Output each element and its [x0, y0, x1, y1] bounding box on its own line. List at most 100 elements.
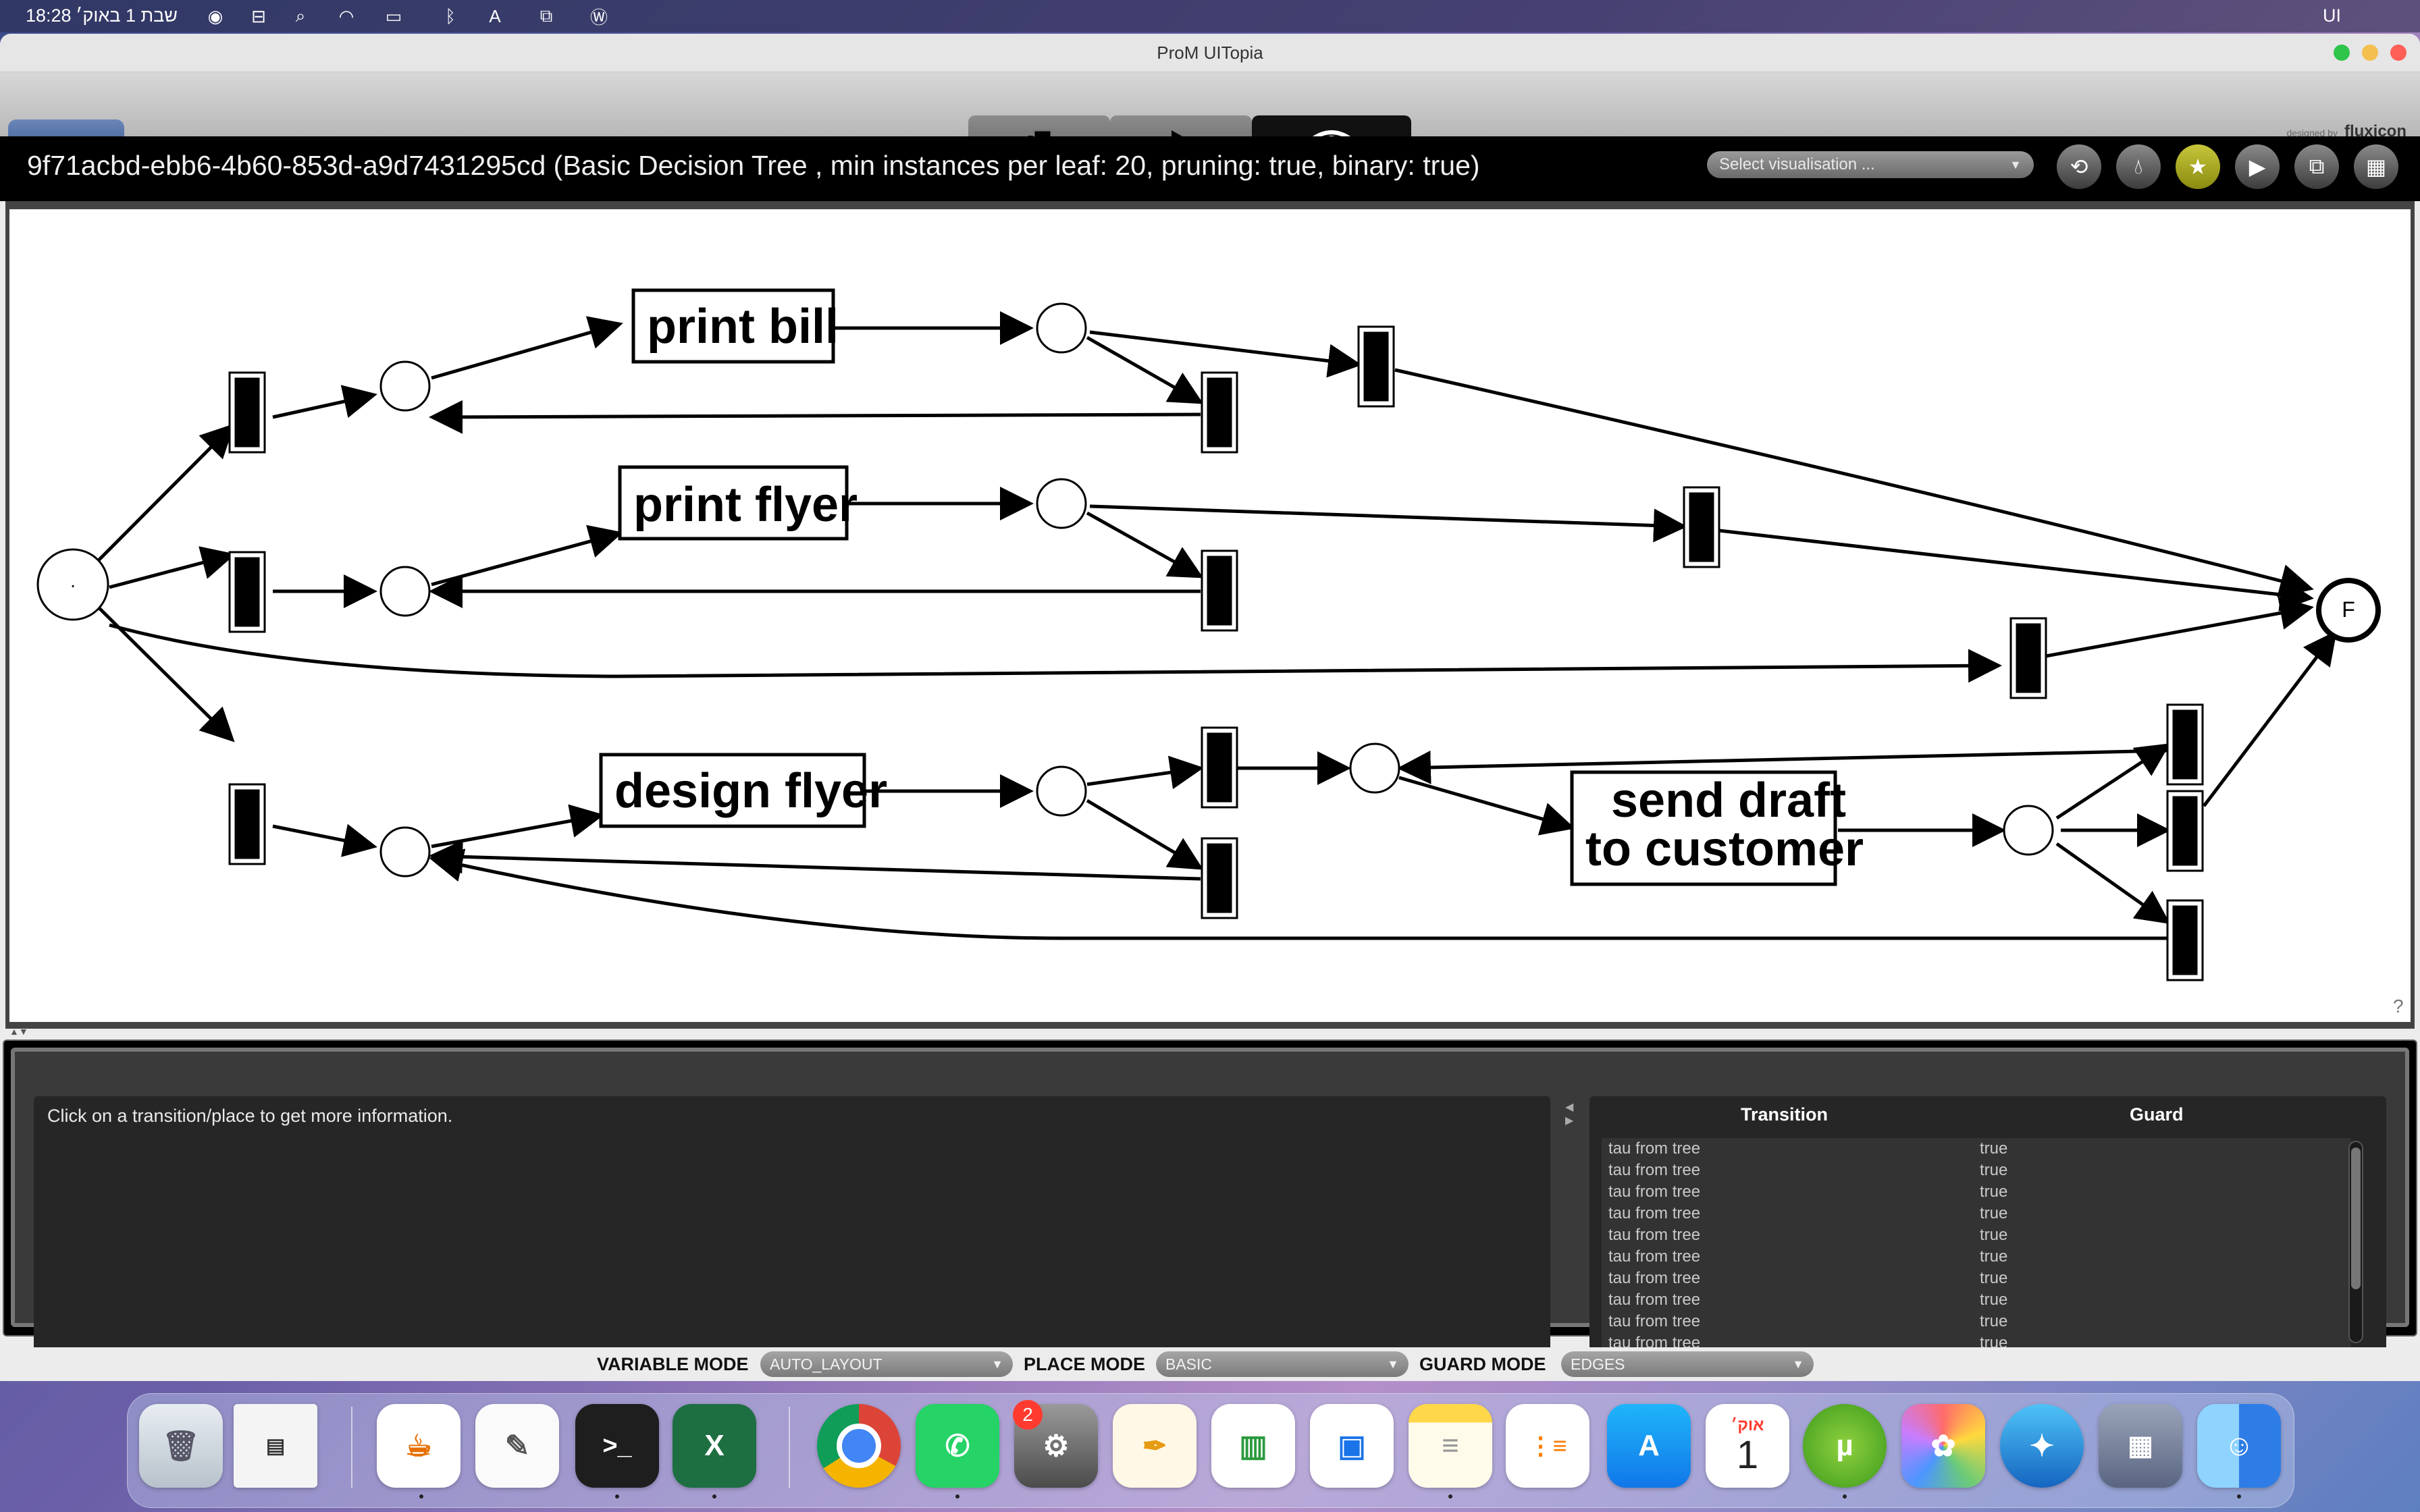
tau-transition[interactable] — [1683, 486, 1720, 568]
visualisation-select[interactable]: Select visualisation ... ▼ — [1707, 151, 2034, 178]
place[interactable] — [1036, 478, 1087, 529]
tau-transition[interactable] — [228, 783, 266, 865]
table-row[interactable]: tau from tree true — [1602, 1246, 2351, 1268]
tau-transition[interactable] — [1357, 325, 1395, 408]
window-zoom-button[interactable] — [2334, 45, 2350, 61]
place[interactable] — [1036, 302, 1087, 354]
refresh-button[interactable]: ⟲ — [2057, 144, 2101, 189]
column-header-transition[interactable]: Transition — [1741, 1104, 1829, 1125]
safari-icon[interactable]: ✦ — [2000, 1404, 2084, 1488]
place[interactable] — [379, 360, 431, 412]
chevron-down-icon: ▼ — [991, 1357, 1003, 1371]
terminal-icon[interactable]: >_ — [575, 1404, 659, 1488]
notes-icon[interactable]: ≡ — [1409, 1404, 1492, 1488]
date[interactable]: שבת 1 באוק׳ — [76, 5, 178, 26]
battery-icon[interactable]: ▭ — [385, 5, 402, 26]
tau-transition[interactable] — [228, 371, 266, 454]
petri-net-canvas[interactable]: · F — [9, 209, 2411, 1022]
transition-label: to customer — [1585, 822, 1864, 876]
transition-send-draft[interactable] — [1570, 770, 1837, 886]
photos-icon[interactable]: ✿ — [1901, 1404, 1985, 1488]
siri-icon[interactable]: ◉ — [207, 5, 223, 26]
action-button[interactable]: ▶ — [2235, 144, 2280, 189]
apple-icon[interactable] — [2369, 5, 2392, 28]
variable-mode-select[interactable]: AUTO_LAYOUT▼ — [760, 1351, 1013, 1377]
splitter-arrows-icon[interactable]: ◀▶ — [1565, 1102, 1574, 1127]
transition-print-bill[interactable] — [631, 288, 835, 364]
trash-icon[interactable]: 🗑︎ — [139, 1404, 223, 1488]
excel-icon[interactable]: X — [673, 1404, 756, 1488]
finder-icon[interactable]: ☺︎ — [2197, 1404, 2281, 1488]
tau-transition[interactable] — [2166, 703, 2204, 786]
cell-transition: tau from tree — [1608, 1247, 1701, 1266]
display-icon[interactable]: ⧉ — [540, 5, 553, 26]
column-header-guard[interactable]: Guard — [2130, 1104, 2184, 1125]
window-close-button[interactable] — [2390, 45, 2406, 61]
wifi-icon[interactable]: ◠ — [338, 5, 354, 26]
drop-button[interactable]: 💧︎ — [2116, 144, 2161, 189]
java-icon[interactable]: ☕︎ — [377, 1404, 461, 1488]
place[interactable] — [1349, 742, 1400, 794]
tau-transition[interactable] — [1201, 726, 1238, 809]
wordpress-icon[interactable]: Ⓦ — [589, 7, 608, 28]
utorrent-icon[interactable]: µ — [1803, 1404, 1887, 1488]
numbers-icon[interactable]: ▥ — [1211, 1404, 1295, 1488]
running-indicator — [615, 1494, 619, 1498]
clock[interactable]: 18:28 — [26, 5, 72, 26]
grid-button[interactable]: ▦ — [2354, 144, 2398, 189]
splitter-arrows-icon[interactable]: ▲▼ — [9, 1026, 28, 1037]
petri-net-graph: · F — [36, 288, 2404, 1017]
launchpad-icon[interactable]: ▦ — [2099, 1404, 2182, 1488]
place-mode-select[interactable]: BASIC▼ — [1156, 1351, 1409, 1377]
calendar-icon[interactable]: אוק׳ 1 — [1706, 1404, 1789, 1488]
cell-guard: true — [1980, 1247, 2008, 1266]
tau-transition[interactable] — [1201, 371, 1238, 454]
cell-guard: true — [1980, 1183, 2008, 1201]
search-icon[interactable]: ⌕ — [295, 5, 306, 26]
scrollbar-thumb[interactable] — [2351, 1148, 2361, 1289]
input-source[interactable]: UI — [2323, 5, 2341, 26]
tau-transition[interactable] — [1201, 837, 1238, 919]
reminders-icon[interactable]: ⋮≡ — [1506, 1404, 1589, 1488]
final-place-label: F — [2342, 597, 2355, 622]
bluetooth-icon[interactable]: ᛒ — [445, 5, 456, 26]
favorite-button[interactable]: ★ — [2176, 144, 2220, 189]
arc — [429, 840, 1201, 881]
place-mode-label: PLACE MODE — [1024, 1354, 1146, 1374]
help-icon[interactable]: ? — [2393, 996, 2404, 1017]
transition-design-flyer[interactable] — [599, 753, 866, 828]
chrome-icon[interactable] — [817, 1404, 901, 1488]
app-store-icon[interactable]: A — [1607, 1404, 1691, 1488]
place[interactable] — [1036, 765, 1087, 817]
keynote-icon[interactable]: ▣ — [1310, 1404, 1394, 1488]
final-place[interactable] — [2316, 578, 2381, 643]
place[interactable] — [379, 566, 431, 617]
tau-transition[interactable] — [1201, 549, 1238, 632]
tau-transition[interactable] — [2166, 790, 2204, 872]
guard-mode-select[interactable]: EDGES▼ — [1561, 1351, 1814, 1377]
recent-document-icon[interactable]: ▤ — [234, 1404, 317, 1488]
control-center-icon[interactable]: ⊟ — [251, 5, 266, 26]
keyboard-input-icon[interactable]: A — [489, 5, 501, 26]
transition-print-flyer[interactable] — [618, 465, 849, 541]
start-place[interactable] — [36, 548, 109, 621]
place[interactable] — [2003, 805, 2054, 856]
whatsapp-icon[interactable]: ✆ — [916, 1404, 999, 1488]
tau-transition[interactable] — [2009, 617, 2047, 699]
copy-button[interactable]: ⧉ — [2294, 144, 2339, 189]
place[interactable] — [379, 826, 431, 878]
window-minimize-button[interactable] — [2362, 45, 2378, 61]
script-editor-icon[interactable]: ✎ — [475, 1404, 559, 1488]
pages-icon[interactable]: ✒︎ — [1113, 1404, 1196, 1488]
tau-transition[interactable] — [2166, 899, 2204, 981]
tau-transition[interactable] — [228, 551, 266, 633]
